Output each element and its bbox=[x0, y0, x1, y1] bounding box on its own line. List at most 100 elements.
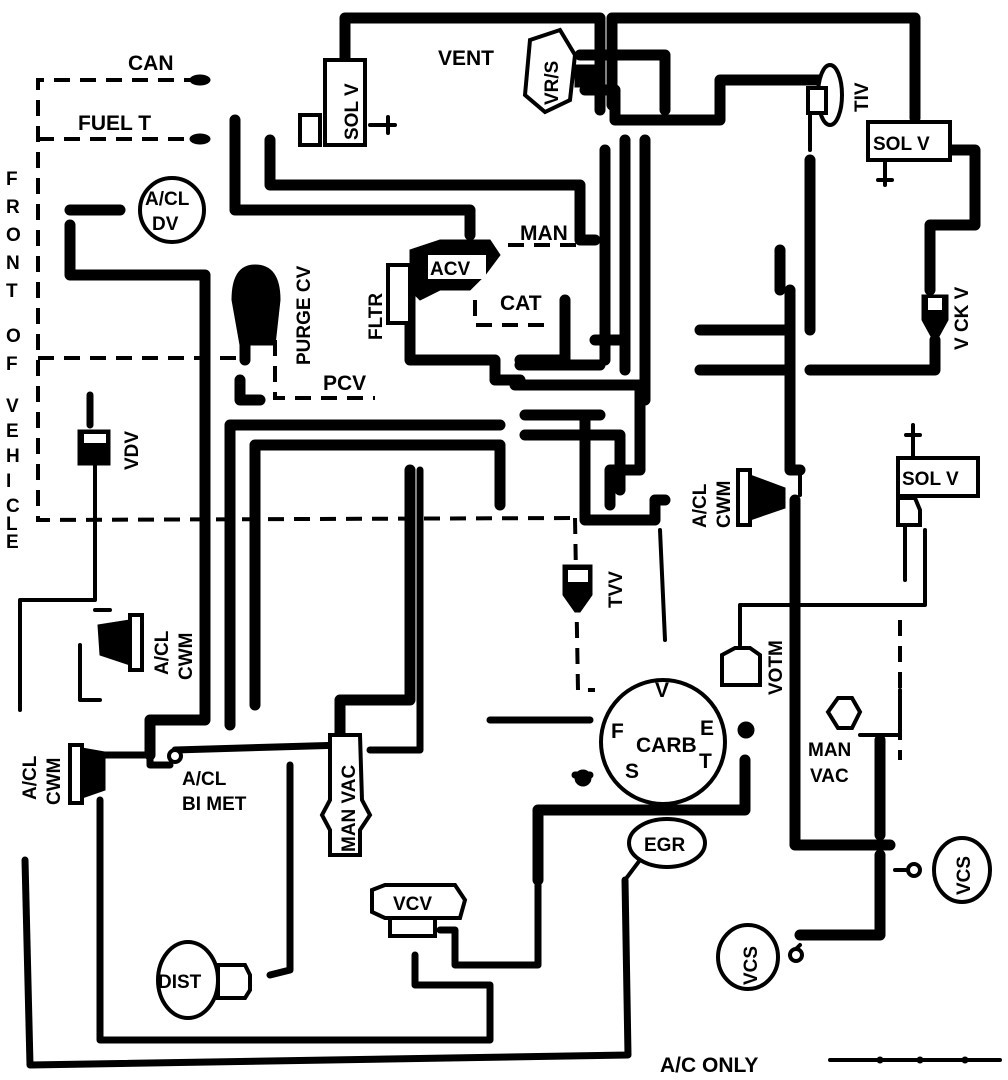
sol-v-right-body bbox=[866, 120, 952, 162]
carb-port-v-label: V bbox=[655, 679, 669, 702]
hose bbox=[774, 154, 816, 336]
hose bbox=[96, 796, 494, 1044]
sol-v-lower[interactable]: SOL V bbox=[896, 456, 980, 527]
fuel-t-label: FUEL T bbox=[78, 112, 151, 135]
side-label-char: R bbox=[6, 197, 20, 218]
vdv-valve[interactable]: VDV bbox=[77, 429, 143, 470]
hose bbox=[334, 464, 416, 756]
vrs-body bbox=[522, 27, 578, 115]
acv-assembly[interactable]: FLTR ACV bbox=[366, 239, 501, 340]
cat-label: CAT bbox=[500, 292, 542, 315]
hose bbox=[924, 144, 981, 296]
vcv-base bbox=[388, 916, 437, 938]
votm[interactable]: VOTM bbox=[720, 640, 787, 695]
acl-bimet[interactable]: A/CL BI MET bbox=[167, 748, 247, 815]
hose bbox=[532, 754, 751, 886]
side-label-char: F bbox=[6, 354, 18, 375]
hose bbox=[21, 856, 632, 1069]
front-of-vehicle-label: F R O N T O F V E H I C L E bbox=[6, 169, 21, 553]
acl-dv[interactable]: A/CL DV bbox=[138, 176, 206, 244]
acl-cwm-mid[interactable]: A/CL CWM bbox=[97, 613, 197, 680]
fltr-body bbox=[386, 263, 412, 325]
man-vac-right-label-1: MAN bbox=[808, 740, 851, 761]
sol-v-right[interactable]: SOL V bbox=[866, 120, 952, 162]
tiv-port bbox=[806, 86, 828, 115]
carb-port-t-label: T bbox=[699, 750, 712, 773]
acl-cwm-mid-label-1: A/CL bbox=[152, 630, 173, 675]
vcv-body bbox=[370, 883, 468, 920]
hose bbox=[579, 74, 826, 126]
hose bbox=[599, 134, 651, 406]
legend-dot bbox=[876, 1056, 884, 1064]
cat-dashed-line bbox=[473, 300, 550, 327]
acl-dv-label-2: DV bbox=[152, 214, 179, 235]
side-label-char: L bbox=[6, 514, 18, 535]
man-vac-left[interactable]: MAN VAC bbox=[319, 733, 373, 857]
ground-symbol bbox=[876, 158, 894, 187]
man-vac-right-label-2: VAC bbox=[810, 766, 849, 787]
dist-label: DIST bbox=[158, 972, 202, 993]
carburetor[interactable]: CARB V F S E T bbox=[574, 678, 755, 806]
acl-cwm-right[interactable]: A/CL CWM bbox=[690, 468, 786, 528]
hose bbox=[264, 134, 601, 246]
distributor[interactable]: DIST bbox=[156, 940, 252, 1020]
acl-bimet-port bbox=[167, 748, 183, 764]
tvv-label: TVV bbox=[606, 571, 627, 608]
vrs-port bbox=[574, 64, 606, 88]
hose bbox=[436, 876, 542, 969]
hose bbox=[229, 114, 476, 241]
hose bbox=[574, 49, 671, 116]
acl-cwm-mid-label-2: CWM bbox=[176, 633, 197, 680]
side-label-char: I bbox=[6, 471, 11, 492]
hose bbox=[606, 12, 921, 124]
legend-dot bbox=[916, 1056, 924, 1064]
carb-port-s-label: S bbox=[625, 760, 639, 783]
side-label-char: E bbox=[6, 421, 19, 442]
vdv-window bbox=[84, 434, 106, 443]
tvv-valve[interactable]: TVV bbox=[562, 564, 627, 613]
vcs-right[interactable]: VCS bbox=[906, 836, 992, 904]
side-label-char: F bbox=[6, 169, 18, 190]
carb-port-e-nipple bbox=[737, 721, 755, 739]
line bbox=[738, 528, 927, 647]
line bbox=[858, 688, 902, 737]
acl-cwm-left-ports bbox=[81, 747, 106, 799]
acl-bimet-label-2: BI MET bbox=[182, 794, 247, 815]
vdv-label: VDV bbox=[122, 431, 143, 470]
side-label-char: O bbox=[6, 225, 21, 246]
vcs-lower-port bbox=[788, 947, 804, 963]
purge-cv-label: PURGE CV bbox=[294, 265, 315, 365]
acl-cwm-right-ports bbox=[749, 474, 786, 521]
tiv-valve[interactable]: TIV bbox=[806, 63, 873, 127]
man-vac-right[interactable]: MAN VAC bbox=[808, 696, 863, 787]
side-label-char: V bbox=[6, 396, 19, 417]
side-label-char: H bbox=[6, 446, 20, 467]
vrs-valve[interactable]: VR/S bbox=[522, 27, 606, 115]
sol-v-top[interactable]: SOL V bbox=[298, 58, 367, 147]
sol-v-top-body bbox=[323, 58, 367, 147]
hose bbox=[101, 751, 174, 769]
dist-diaphragm bbox=[216, 963, 252, 1000]
purge-cv[interactable]: PURGE CV bbox=[231, 264, 315, 365]
hose bbox=[249, 439, 506, 711]
acl-cwm-left-label-2: CWM bbox=[44, 758, 65, 805]
vck-v-window bbox=[928, 298, 942, 310]
acl-cwm-left[interactable]: A/CL CWM bbox=[20, 743, 106, 805]
sol-v-lower-label: SOL V bbox=[902, 469, 959, 490]
egr-valve[interactable]: EGR bbox=[627, 817, 707, 869]
pcv-dashed-line bbox=[273, 340, 375, 400]
vcs-lower[interactable]: VCS bbox=[716, 923, 804, 991]
vcs-lower-label: VCS bbox=[741, 946, 762, 985]
can-port-icon bbox=[189, 74, 211, 86]
acv-label: ACV bbox=[430, 259, 470, 280]
vcv-valve[interactable]: VCV bbox=[370, 883, 468, 938]
hose bbox=[224, 419, 506, 731]
sol-v-lower-port bbox=[896, 496, 922, 527]
line bbox=[658, 528, 667, 642]
carb-port-s-nipple bbox=[574, 769, 592, 787]
acl-cwm-left-label-1: A/CL bbox=[20, 755, 41, 800]
man-label: MAN bbox=[520, 222, 568, 245]
vck-v-valve[interactable]: V CK V bbox=[921, 286, 973, 350]
tvv-window bbox=[568, 570, 588, 582]
side-label-char: N bbox=[6, 253, 20, 274]
